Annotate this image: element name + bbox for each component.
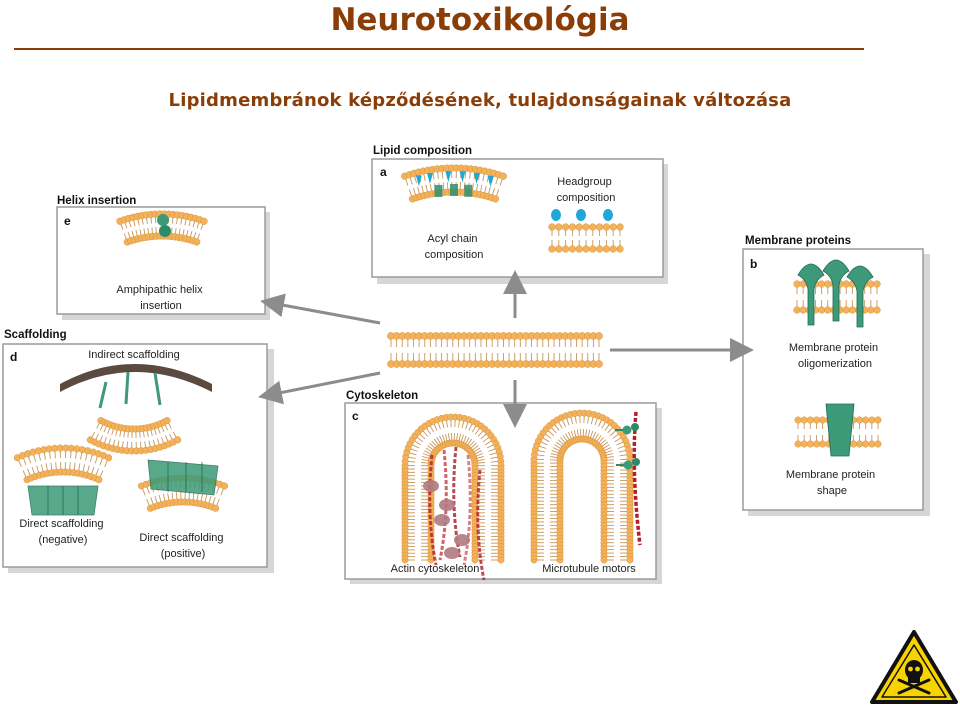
label-direct-positive: Direct scaffolding (positive)	[139, 532, 226, 560]
panel-helix-illustration	[116, 210, 208, 246]
arrows	[258, 270, 754, 428]
acyl-chain-lipid-marker	[473, 172, 480, 184]
helix-bead-upper	[157, 214, 169, 226]
label-actin-cytoskeleton: Actin cytoskeleton	[391, 563, 480, 575]
panel-membrane-letter: b	[750, 257, 757, 271]
scaffold-adaptor	[124, 371, 130, 405]
panel-cyto-category: Cytoskeleton	[346, 390, 418, 402]
motor-protein-head	[622, 425, 632, 435]
acyl-chain-green-block	[464, 184, 473, 197]
label-protein-shape: Membrane protein shape	[786, 469, 878, 497]
wedge-shaped-protein	[825, 403, 855, 457]
arrow-to-scaffolding	[258, 371, 381, 405]
panel-lipid-frame	[371, 158, 664, 278]
motor-protein-head	[632, 458, 640, 466]
panel-scaffold-illustration	[13, 364, 229, 516]
oligomer-protein	[846, 265, 874, 328]
actin-binding-protein	[439, 499, 455, 511]
indirect-scaffold-coat	[60, 364, 212, 392]
headgroup-blue	[551, 209, 561, 221]
headgroup-composition-illustration	[548, 209, 624, 253]
panel-cyto-letter: c	[352, 409, 359, 423]
panel-lipid-illustration	[401, 164, 507, 203]
label-microtubule-motors: Microtubule motors	[542, 563, 636, 575]
panel-scaffold-category: Scaffolding	[4, 329, 67, 341]
actin-filament	[428, 454, 438, 566]
actin-binding-protein	[454, 534, 470, 546]
actin-filament	[476, 469, 486, 581]
arrow-to-helix	[260, 293, 381, 325]
panel-cyto-illustration	[401, 409, 642, 581]
panel-scaffold-letter: d	[10, 350, 17, 364]
label-headgroup: Headgroup composition	[557, 176, 616, 204]
acyl-chain-green-block	[434, 184, 443, 197]
page-subtitle: Lipidmembránok képződésének, tulajdonság…	[168, 90, 792, 111]
panel-helix-category: Helix insertion	[57, 195, 136, 207]
acyl-chain-lipid-marker	[459, 171, 466, 183]
central-lipid-bilayer	[387, 332, 603, 368]
label-indirect-scaffolding: Indirect scaffolding	[88, 349, 180, 361]
acyl-chain-lipid-marker	[487, 175, 494, 187]
title-divider	[14, 48, 864, 50]
headgroup-blue	[576, 209, 586, 221]
actin-filament	[462, 454, 472, 566]
acyl-chain-green-block	[450, 184, 458, 196]
acyl-chain-lipid-marker	[415, 175, 422, 187]
motor-protein-head	[623, 460, 633, 470]
panel-helix-letter: e	[64, 214, 71, 228]
actin-binding-protein	[434, 514, 450, 526]
skull-crossbones-warning-icon	[870, 630, 958, 704]
acyl-chain-lipid-marker	[426, 173, 433, 185]
motor-protein-head	[631, 423, 639, 431]
acyl-chain-lipid-marker	[445, 171, 452, 183]
panel-lipid-letter: a	[380, 165, 387, 179]
label-direct-negative: Direct scaffolding (negative)	[19, 518, 106, 546]
actin-binding-protein	[423, 480, 439, 492]
label-acyl-chain: Acyl chain composition	[425, 233, 484, 261]
oligomer-protein	[797, 263, 825, 326]
illustrations	[13, 164, 882, 581]
page-title: Neurotoxikológia	[330, 2, 630, 38]
panel-lipid-category: Lipid composition	[373, 145, 472, 157]
label-oligomerization: Membrane protein oligomerization	[789, 342, 881, 370]
scaffold-adaptor	[153, 372, 162, 406]
panel-membrane-illustration	[793, 259, 882, 457]
panel-membrane-category: Membrane proteins	[745, 235, 851, 247]
panel-scaffold-frame	[2, 343, 268, 568]
headgroup-blue	[603, 209, 613, 221]
actin-binding-protein	[444, 547, 460, 559]
scaffold-adaptor	[98, 381, 108, 409]
helix-bead-lower	[159, 225, 171, 237]
oligomer-protein	[822, 259, 850, 322]
scaffold-protein-positive	[147, 459, 219, 496]
label-amphipathic-helix: Amphipathic helix insertion	[116, 284, 205, 312]
